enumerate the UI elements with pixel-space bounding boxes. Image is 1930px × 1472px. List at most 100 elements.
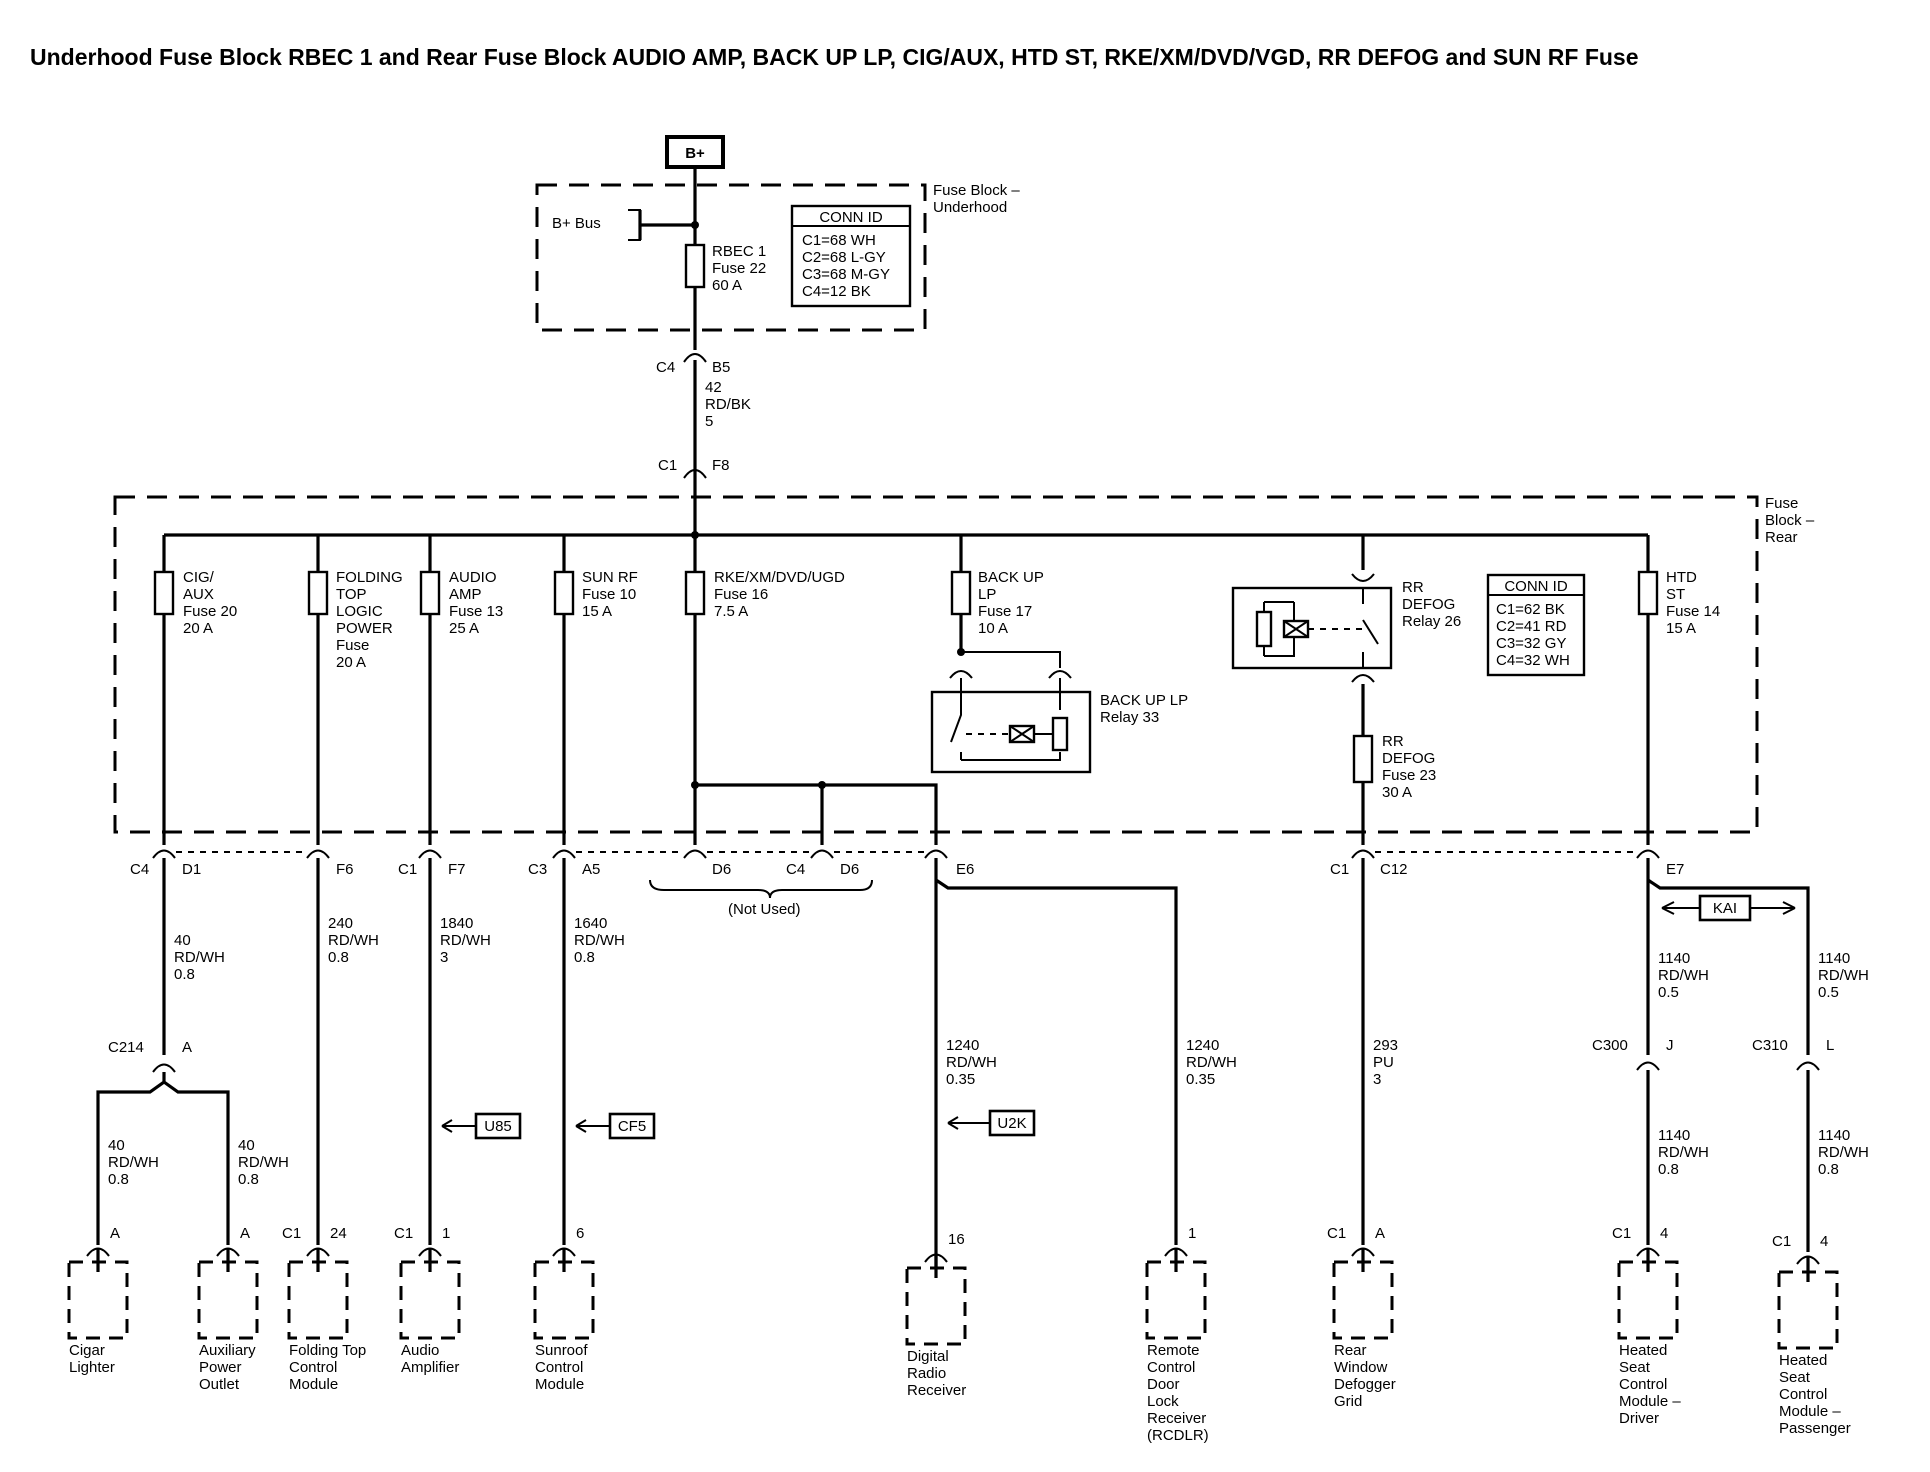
c300-label: C300 <box>1592 1037 1628 1054</box>
component-connector: C1 <box>1612 1225 1631 1242</box>
component-pin: A <box>1375 1225 1385 1242</box>
svg-text:CF5: CF5 <box>618 1118 646 1135</box>
htd-st-fuse <box>1637 570 1659 616</box>
diagram-title: Underhood Fuse Block RBEC 1 and Rear Fus… <box>30 44 1639 70</box>
svg-text:CONN ID: CONN ID <box>1504 578 1568 595</box>
pin-d6-b: D6 <box>840 861 859 878</box>
svg-text:KAI: KAI <box>1713 900 1737 917</box>
conn-c1-f7: C1 <box>398 861 417 878</box>
pin-f7: F7 <box>448 861 466 878</box>
component-pin: 4 <box>1820 1233 1828 1250</box>
folding-top-fuse <box>307 570 329 616</box>
pin-c12: C12 <box>1380 861 1408 878</box>
rr-defog-fuse <box>1352 734 1374 784</box>
conn-c4-b: C4 <box>786 861 805 878</box>
back-up-lp-fuse <box>950 570 972 616</box>
pin-d1: D1 <box>182 861 201 878</box>
feed-bottom-pin: F8 <box>712 457 730 474</box>
component-pin: 1 <box>442 1225 450 1242</box>
pin-d6-a: D6 <box>712 861 731 878</box>
svg-text:B+: B+ <box>685 145 705 162</box>
svg-text:CONN ID: CONN ID <box>819 209 883 226</box>
component-connector: C1 <box>282 1225 301 1242</box>
not-used-label: (Not Used) <box>728 901 801 918</box>
pin-e6: E6 <box>956 861 974 878</box>
audio-amp-fuse <box>419 570 441 616</box>
u85-reference: U85 <box>474 1112 522 1140</box>
c300-pin: J <box>1666 1037 1674 1054</box>
svg-text:U2K: U2K <box>997 1115 1026 1132</box>
pin-e7: E7 <box>1666 861 1684 878</box>
conn-c3: C3 <box>528 861 547 878</box>
rbec1-fuse <box>684 243 706 289</box>
kai-reference: KAI <box>1661 894 1796 922</box>
sun-rf-fuse <box>553 570 575 616</box>
component-pin: 4 <box>1660 1225 1668 1242</box>
component-pin: 1 <box>1188 1225 1196 1242</box>
u2k-reference: U2K <box>988 1109 1036 1137</box>
component-pin: A <box>110 1225 120 1242</box>
pin-a5: A5 <box>582 861 600 878</box>
conn-c1-c12: C1 <box>1330 861 1349 878</box>
underhood-fuse-block-outline <box>535 183 927 332</box>
pin-f6: F6 <box>336 861 354 878</box>
cf5-reference: CF5 <box>608 1112 656 1140</box>
component-pin: A <box>240 1225 250 1242</box>
power-source: B+ <box>665 135 725 169</box>
feed-top-connector: C4 <box>656 359 675 376</box>
conn-c4: C4 <box>130 861 149 878</box>
cig-aux-fuse <box>153 570 175 616</box>
b-plus-bus-label: B+ Bus <box>552 215 601 232</box>
rr-defog-relay <box>1231 573 1393 683</box>
component-pin: 6 <box>576 1225 584 1242</box>
component-connector: C1 <box>1327 1225 1346 1242</box>
component-pin: 24 <box>330 1225 347 1242</box>
c214-pin: A <box>182 1039 192 1056</box>
component-pin: 16 <box>948 1231 965 1248</box>
